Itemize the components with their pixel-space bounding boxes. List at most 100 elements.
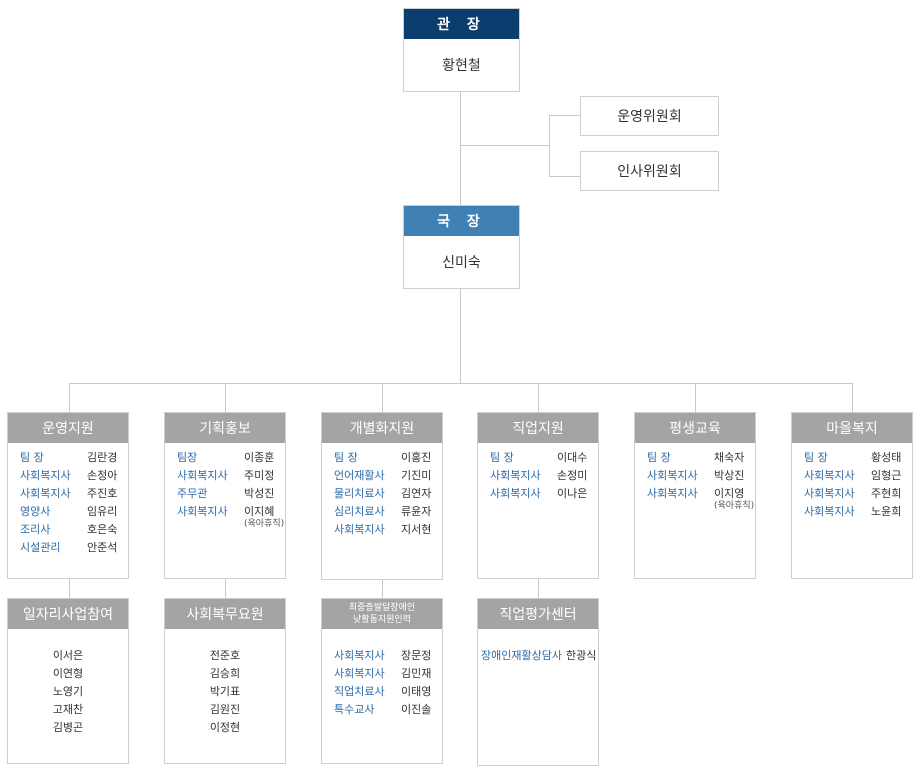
- member-role: 사회복지사: [804, 487, 855, 500]
- member-name: 김연자: [401, 487, 432, 500]
- subunit-title-line: 최중증발달장애인: [348, 603, 416, 613]
- member-note: (육아휴직): [244, 519, 285, 529]
- subunit-person: 김승희: [209, 667, 241, 680]
- member-role: 사회복지사: [334, 649, 385, 662]
- member-role: 사회복지사: [334, 667, 385, 680]
- subunit-person: 김원진: [209, 703, 241, 716]
- connector-subunit: [382, 580, 383, 599]
- member-role: 주무관: [177, 487, 208, 500]
- member-role: 심리치료사: [334, 505, 385, 518]
- connector-subunit: [538, 579, 539, 599]
- member-name: 호은숙: [87, 523, 118, 536]
- connector-subunit: [225, 579, 226, 599]
- subunit-social-service-agents: 사회복무요원 전준호 김승희 박기표 김원진 이정현: [164, 598, 286, 764]
- connector-committee-branch: [460, 145, 550, 146]
- member-role: 팀 장: [804, 451, 828, 464]
- bureau-name: 신미숙: [442, 255, 481, 271]
- dept-title: 운영지원: [8, 413, 128, 443]
- dept-title: 평생교육: [635, 413, 755, 443]
- director-box: 관 장 황현철: [403, 8, 520, 92]
- member-name: 이나은: [557, 487, 588, 500]
- member-role: 장애인재활상담사: [481, 649, 562, 662]
- member-role: 사회복지사: [177, 469, 228, 482]
- dept-title: 직업지원: [478, 413, 598, 443]
- member-name: 이대수: [557, 451, 588, 464]
- member-role: 영양사: [20, 505, 51, 518]
- member-role: 사회복지사: [490, 469, 541, 482]
- member-row: 직업치료사 이태영: [334, 683, 442, 701]
- dept-title: 개별화지원: [322, 413, 442, 443]
- connector-dept-drop: [382, 383, 383, 413]
- connector-dept-drop: [69, 383, 70, 413]
- member-name: 류윤자: [401, 505, 432, 518]
- member-name: 주미정: [244, 469, 275, 482]
- member-row: 사회복지사 장문정: [334, 647, 442, 665]
- member-name: 이태영: [401, 685, 432, 698]
- subunit-title-line: 낮활동지원인력: [353, 615, 411, 625]
- member-row: 사회복지사 손정미: [490, 467, 598, 485]
- member-role: 팀 장: [647, 451, 671, 464]
- member-role: 팀 장: [334, 451, 358, 464]
- subunit-title: 사회복무요원: [165, 599, 285, 629]
- subunit-title: 일자리사업참여: [8, 599, 128, 629]
- member-name: 주현희: [871, 487, 902, 500]
- subunit-person: 이연형: [52, 667, 84, 680]
- member-role: 조리사: [20, 523, 51, 536]
- member-role: 직업치료사: [334, 685, 385, 698]
- subunit-person: 박기표: [209, 685, 241, 698]
- member-role: 사회복지사: [334, 523, 385, 536]
- subunit-person: 이서은: [52, 649, 84, 662]
- member-role: 언어재활사: [334, 469, 385, 482]
- member-row: 심리치료사 류윤자: [334, 503, 442, 521]
- connector-committee-1: [549, 115, 580, 116]
- member-role: 사회복지사: [177, 505, 228, 518]
- subunit-person: 김병곤: [52, 721, 84, 734]
- connector-subunit: [69, 579, 70, 599]
- connector-dept-drop: [695, 383, 696, 413]
- member-role: 팀 장: [20, 451, 44, 464]
- member-name: 이종훈: [244, 451, 275, 464]
- member-name: 장문정: [401, 649, 432, 662]
- member-name: 박상진: [714, 469, 745, 482]
- subunit-person: 전준호: [209, 649, 241, 662]
- member-row: 언어재활사 기진미: [334, 467, 442, 485]
- connector-dept-drop: [538, 383, 539, 413]
- member-name: 박성진: [244, 487, 275, 500]
- member-name: 기진미: [401, 469, 432, 482]
- committee-operations: 운영위원회: [580, 96, 719, 136]
- subunit-person: 노영기: [52, 685, 84, 698]
- member-name: 한광식: [565, 649, 597, 662]
- bureau-box: 국 장 신미숙: [403, 205, 520, 289]
- connector-dept-horizontal: [69, 383, 853, 384]
- member-role: 특수교사: [334, 703, 375, 716]
- dept-title: 기획홍보: [165, 413, 285, 443]
- member-name: 손정미: [557, 469, 588, 482]
- member-name: 이홍진: [401, 451, 432, 464]
- member-role: 시설관리: [20, 541, 61, 554]
- member-row: 팀 장 이홍진: [334, 449, 442, 467]
- bureau-title: 국 장: [404, 206, 519, 236]
- member-row: 사회복지사 주미정: [177, 467, 285, 485]
- member-row: 사회복지사 주현희: [804, 485, 912, 503]
